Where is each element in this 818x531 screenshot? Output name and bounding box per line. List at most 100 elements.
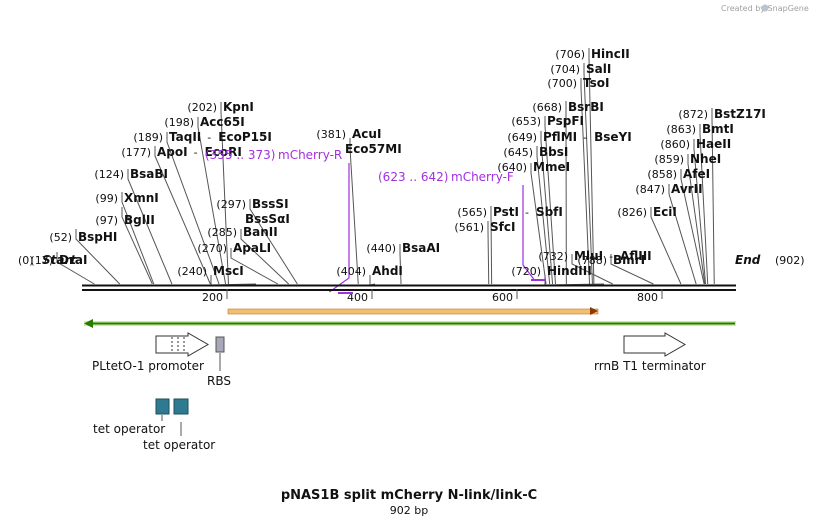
- end-position: (902): [775, 254, 805, 267]
- site-separator-taqii: -: [207, 131, 211, 144]
- end-label: End: [735, 253, 761, 267]
- site-name-apali[interactable]: ApaLI: [233, 241, 271, 255]
- promoter-label: PLtetO-1 promoter: [92, 359, 204, 373]
- site-name-sbfi[interactable]: SbfI: [536, 205, 563, 219]
- site-line-acui: [350, 138, 358, 284]
- site-name-avrii[interactable]: AvrII: [671, 182, 703, 196]
- site-position-afei: (858): [647, 168, 677, 181]
- site-name-afei[interactable]: AfeI: [683, 167, 710, 181]
- site-position-pspfi: (653): [511, 115, 541, 128]
- site-name-ecop15i[interactable]: EcoP15I: [218, 130, 272, 144]
- site-position-kpni: (202): [187, 101, 217, 114]
- site-position-xmni: (99): [95, 192, 118, 205]
- site-name-bsabi[interactable]: BsaBI: [130, 167, 168, 181]
- site-position-bsphi: (52): [49, 231, 72, 244]
- site-position-hincii: (706): [555, 48, 585, 61]
- rbs-box[interactable]: [216, 337, 224, 352]
- site-name-pspfi[interactable]: PspFI: [547, 114, 584, 128]
- site-position-bsssi: (297): [216, 198, 246, 211]
- tet-operator-box-2[interactable]: [174, 399, 188, 414]
- orf-bar[interactable]: [228, 309, 598, 314]
- primer-name-mcherry-f[interactable]: mCherry-F: [451, 170, 514, 184]
- site-separator-apoi: -: [194, 146, 198, 159]
- site-position-mlui: (732): [538, 250, 568, 263]
- site-line-avrii: [669, 184, 696, 284]
- site-name-drai[interactable]: DraI: [59, 253, 87, 267]
- site-name-bsss-i[interactable]: BssSαI: [245, 212, 290, 226]
- axis-label-800: 800: [637, 291, 658, 304]
- primer-range-mcherry-r: (355 .. 373): [205, 148, 275, 162]
- site-name-apoi[interactable]: ApoI: [157, 145, 188, 159]
- site-position-sfci: (561): [454, 221, 484, 234]
- site-name-haeii[interactable]: HaeII: [696, 137, 731, 151]
- site-line-psti: [491, 206, 492, 284]
- site-name-bsrbi[interactable]: BsrBI: [568, 100, 604, 114]
- site-position-bsabi: (124): [94, 168, 124, 181]
- site-position-acui: (381): [316, 128, 346, 141]
- site-position-bstz17i: (872): [678, 108, 708, 121]
- site-position-tsoi: (700): [547, 77, 577, 90]
- tet-operator-label-2: tet operator: [143, 438, 215, 452]
- site-position-bsaai: (440): [366, 242, 396, 255]
- terminator-label: rrnB T1 terminator: [594, 359, 706, 373]
- site-name-sali[interactable]: SalI: [586, 62, 611, 76]
- site-position-nhei: (859): [654, 153, 684, 166]
- site-name-msci[interactable]: MscI: [213, 264, 244, 278]
- promoter-arrow-icon[interactable]: [156, 333, 208, 356]
- site-name-banii[interactable]: BanII: [243, 225, 278, 239]
- site-position-bbsi: (645): [503, 146, 533, 159]
- site-name-hincii[interactable]: HincII: [591, 47, 630, 61]
- tet-operator-label-1: tet operator: [93, 422, 165, 436]
- site-name-ahdi[interactable]: AhdI: [372, 264, 403, 278]
- site-name-xmni[interactable]: XmnI: [124, 191, 159, 205]
- site-position-ahdi: (404): [336, 265, 366, 278]
- site-position-ecii: (826): [617, 206, 647, 219]
- site-name-mmei[interactable]: MmeI: [533, 160, 570, 174]
- site-name-bglii[interactable]: BglII: [124, 213, 155, 227]
- map-size: 902 bp: [390, 504, 428, 517]
- site-name-sfci[interactable]: SfcI: [490, 220, 515, 234]
- rbs-label: RBS: [207, 374, 231, 388]
- site-name-bmri[interactable]: BmrI: [613, 253, 645, 267]
- backbone-arrowhead-icon: [84, 319, 93, 328]
- snapgene-logo-icon: [762, 5, 769, 12]
- site-position-bsrbi: (668): [532, 101, 562, 114]
- site-position-psti: (565): [457, 206, 487, 219]
- site-line-sfci: [488, 221, 489, 284]
- site-position-haeii: (860): [660, 138, 690, 151]
- site-separator-pflmi: -: [583, 131, 587, 144]
- site-name-eco57mi[interactable]: Eco57MI: [345, 142, 402, 156]
- terminator-arrow-icon[interactable]: [624, 333, 685, 356]
- site-name-acui[interactable]: AcuI: [352, 127, 381, 141]
- site-name-bstz17i[interactable]: BstZ17I: [714, 107, 766, 121]
- site-name-ecii[interactable]: EciI: [653, 205, 677, 219]
- axis-label-200: 200: [202, 291, 223, 304]
- site-position-bmri: (788): [577, 254, 607, 267]
- site-position-sali: (704): [550, 63, 580, 76]
- site-name-bsphi[interactable]: BspHI: [78, 230, 117, 244]
- map-title: pNAS1B split mCherry N-link/link-C: [281, 488, 537, 503]
- primer-range-mcherry-f: (623 .. 642): [378, 170, 448, 184]
- site-name-nhei[interactable]: NheI: [690, 152, 721, 166]
- site-name-pflmi[interactable]: PflMI: [543, 130, 577, 144]
- site-name-tsoi[interactable]: TsoI: [583, 76, 609, 90]
- primer-name-mcherry-r[interactable]: mCherry-R: [278, 148, 342, 162]
- site-name-bsssi[interactable]: BssSI: [252, 197, 289, 211]
- site-name-bbsi[interactable]: BbsI: [539, 145, 568, 159]
- site-position-bmti: (863): [666, 123, 696, 136]
- site-name-bmti[interactable]: BmtI: [702, 122, 734, 136]
- site-name-taqii[interactable]: TaqII: [169, 130, 201, 144]
- site-position-taqii: (189): [133, 131, 163, 144]
- site-position-pflmi: (649): [507, 131, 537, 144]
- site-name-bsaai[interactable]: BsaAI: [402, 241, 440, 255]
- site-name-psti[interactable]: PstI: [493, 205, 519, 219]
- tet-operator-box-1[interactable]: [156, 399, 169, 414]
- site-position-apali: (270): [197, 242, 227, 255]
- site-name-kpni[interactable]: KpnI: [223, 100, 254, 114]
- site-position-acc65i: (198): [164, 116, 194, 129]
- site-position-drai: (17): [30, 254, 53, 267]
- site-position-banii: (285): [207, 226, 237, 239]
- site-name-bseyi[interactable]: BseYI: [594, 130, 632, 144]
- site-name-acc65i[interactable]: Acc65I: [200, 115, 245, 129]
